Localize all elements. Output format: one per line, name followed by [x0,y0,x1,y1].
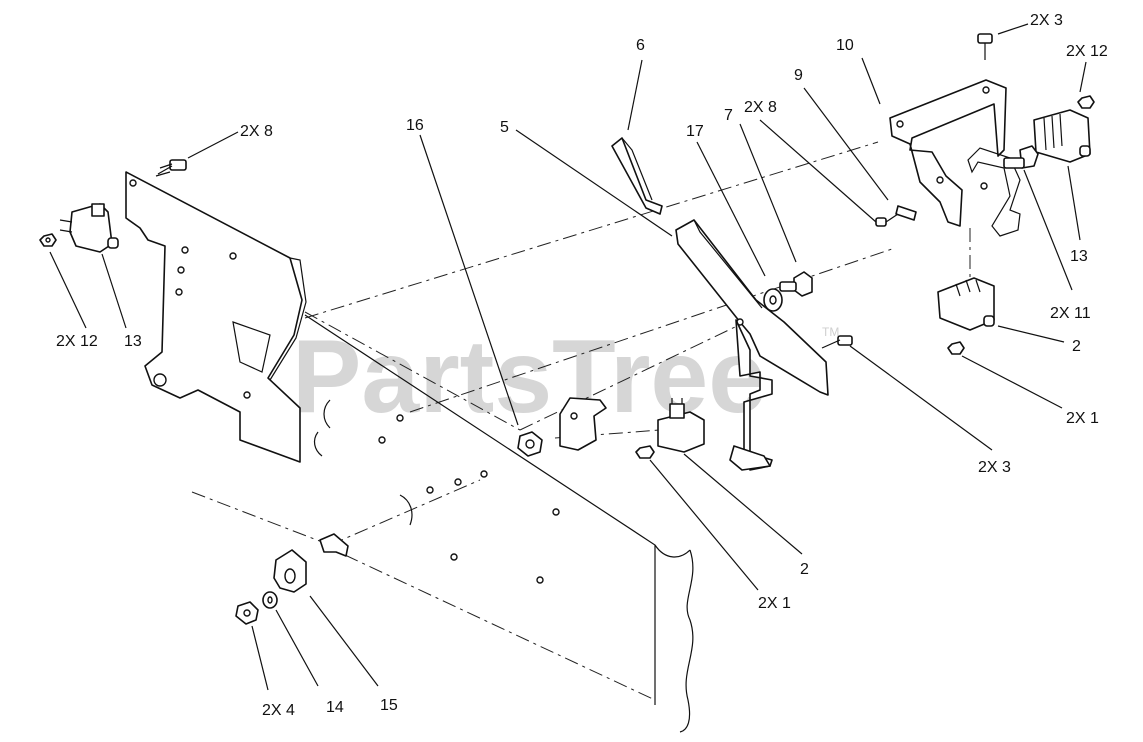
callout-5: 5 [500,119,509,136]
screw-8-right [875,213,899,227]
callout-2x12-left: 2X 12 [56,333,98,350]
watermark-trademark: TM [822,325,839,339]
callout-2x1-right: 2X 1 [1066,410,1099,427]
nut-mid [635,445,655,459]
screw-left [155,159,187,177]
callout-2x12-right: 2X 12 [1066,43,1108,60]
nut-right-top [1077,95,1095,109]
switch-right [1033,109,1091,163]
callout-10: 10 [836,37,854,54]
callout-2x8-left: 2X 8 [240,123,273,140]
callout-2x1-mid: 2X 1 [758,595,791,612]
switch-mid [657,398,705,453]
washer-7 [763,288,783,312]
callout-2x8-mid: 2X 8 [744,99,777,116]
callout-13-left: 13 [124,333,142,350]
screw-lever [821,335,853,349]
callout-2x4: 2X 4 [262,702,295,719]
nut-left [39,233,57,247]
leader-lines [49,23,1087,691]
frame-panel [304,314,694,733]
control-lever [675,219,829,396]
cam-actuator [559,397,607,451]
switch-lower-right [937,277,995,331]
callout-16: 16 [406,117,424,134]
screw-11 [1003,145,1039,169]
callout-labels: 2X 3 10 2X 12 6 9 2X 8 7 16 5 17 2X 8 13… [56,12,1108,719]
nut-4 [235,601,259,625]
callout-2x3-top: 2X 3 [1030,12,1063,29]
nut-16 [517,431,543,457]
callout-13-right: 13 [1070,248,1088,265]
screw-top [977,33,993,60]
callout-2-right: 2 [1072,338,1081,355]
handle-grip [611,137,663,215]
callout-15: 15 [380,697,398,714]
callout-6: 6 [636,37,645,54]
mounting-plate [125,171,307,463]
callout-2-mid: 2 [800,561,809,578]
callout-17: 17 [686,123,704,140]
lever-bracket [729,319,773,471]
callout-2x3-right: 2X 3 [978,459,1011,476]
clip [319,533,349,557]
assembly-centerlines [191,141,971,701]
nut-lower-right [947,341,965,355]
bushing-15 [273,549,307,593]
callout-2x11: 2X 11 [1050,305,1091,322]
switch-left [59,203,119,253]
washer-14 [262,591,278,609]
pin-9 [895,205,917,221]
callout-7: 7 [724,107,733,124]
callout-9: 9 [794,67,803,84]
callout-14: 14 [326,699,344,716]
bolt-7 [779,271,813,297]
